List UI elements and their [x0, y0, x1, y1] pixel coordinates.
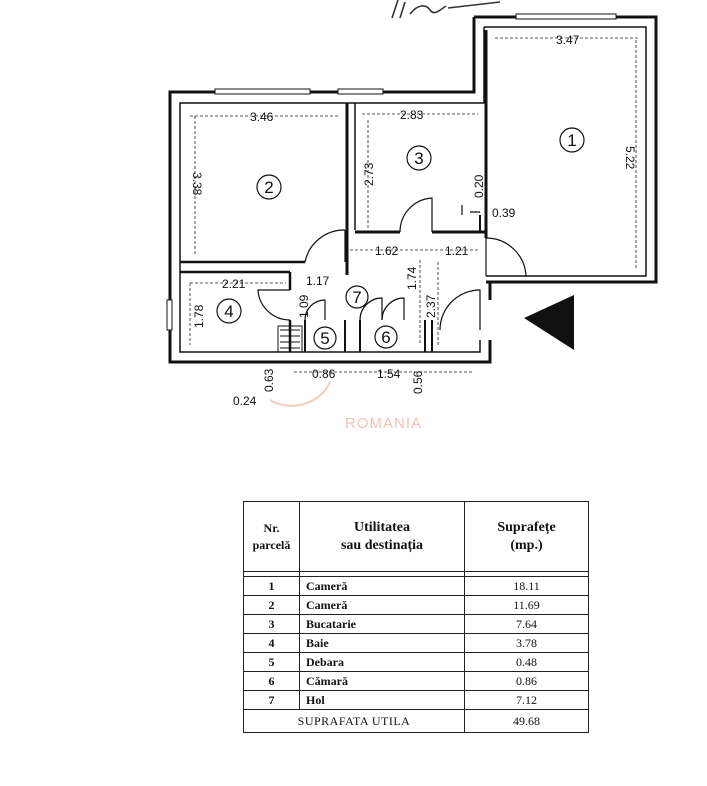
doors	[257, 197, 527, 331]
cell-area: 3.78	[464, 633, 589, 653]
table-header-row: Nr. parcelă Utilitatea sau destinația Su…	[243, 501, 589, 572]
room-number: 7	[352, 288, 361, 307]
header-nr: Nr. parcelă	[243, 501, 300, 572]
room-number: 2	[264, 178, 273, 197]
table-total-row: SUPRAFATA UTILA 49.68	[243, 709, 589, 733]
cell-nr: 5	[243, 652, 300, 672]
header-use-line2: sau destinația	[340, 537, 424, 553]
header-area-line2: (mp.)	[510, 537, 543, 553]
cell-nr: 3	[243, 614, 300, 634]
cell-use: Cameră	[299, 576, 465, 596]
header-use-line1: Utilitatea	[354, 519, 410, 535]
watermark-swoosh	[269, 381, 331, 407]
dimension-labels: 3.47 5.22 3.46 3.38 2.83 2.73 0.20 0.39 …	[190, 33, 637, 408]
table-row: 2 Cameră 11.69	[243, 595, 589, 615]
cell-area: 11.69	[464, 595, 589, 615]
watermark-text: ROMANIA	[345, 415, 422, 432]
handwritten-mark	[391, 0, 501, 19]
room-number: 6	[381, 328, 390, 347]
table-row: 6 Cămară 0.86	[243, 671, 589, 691]
header-nr-line1: Nr.	[263, 520, 280, 535]
dimension-lines	[189, 37, 640, 373]
total-value: 49.68	[464, 709, 589, 733]
cell-area: 7.64	[464, 614, 589, 634]
room-numbers: 1 2 3 4 5 7 6	[224, 131, 576, 348]
header-nr-line2: parcelă	[252, 537, 291, 552]
cell-use: Debara	[299, 652, 465, 672]
dim-label: 2.21	[222, 277, 246, 291]
table-row: 4 Baie 3.78	[243, 633, 589, 653]
room-markers	[216, 127, 585, 350]
cell-use: Hol	[299, 690, 465, 710]
entrance-arrow-icon	[524, 295, 574, 350]
cell-area: 7.12	[464, 690, 589, 710]
dim-label: 0.56	[411, 370, 425, 394]
room-number: 3	[414, 149, 423, 168]
dim-label: 1.78	[192, 304, 206, 328]
header-use: Utilitatea sau destinația	[299, 501, 465, 572]
cell-use: Cămară	[299, 671, 465, 691]
dim-label: 3.47	[556, 33, 580, 47]
room-number: 4	[224, 302, 233, 321]
dim-label: 1.62	[375, 244, 399, 258]
dim-label: 2.83	[400, 108, 424, 122]
cell-nr: 7	[243, 690, 300, 710]
cell-use: Bucatarie	[299, 614, 465, 634]
cell-nr: 4	[243, 633, 300, 653]
dim-label: 3.38	[190, 172, 204, 196]
cell-use: Baie	[299, 633, 465, 653]
dim-label: 0.39	[492, 206, 516, 220]
header-area-line1: Suprafețe	[497, 519, 556, 535]
room-number: 1	[567, 131, 576, 150]
room-number: 5	[320, 329, 329, 348]
dim-label: 3.46	[250, 110, 274, 124]
total-label: SUPRAFATA UTILA	[243, 709, 465, 733]
dim-label: 0.86	[312, 367, 336, 381]
dim-label: 2.73	[362, 162, 376, 186]
table-row: 5 Debara 0.48	[243, 652, 589, 672]
dim-label: 1.54	[377, 367, 401, 381]
cell-nr: 1	[243, 576, 300, 596]
dim-label: 1.74	[405, 266, 419, 290]
cell-nr: 2	[243, 595, 300, 615]
cell-nr: 6	[243, 671, 300, 691]
dim-label: 0.20	[472, 174, 486, 198]
dim-label: 1.21	[445, 244, 469, 258]
dim-label: 0.24	[233, 394, 257, 408]
area-table: Nr. parcelă Utilitatea sau destinația Su…	[243, 501, 589, 733]
walls	[166, 13, 658, 364]
cell-area: 0.48	[464, 652, 589, 672]
table-row: 3 Bucatarie 7.64	[243, 614, 589, 634]
dim-label: 2.37	[424, 294, 438, 318]
dim-label: 1.17	[306, 274, 330, 288]
dim-label: 0.63	[262, 368, 276, 392]
dim-label: 5.22	[623, 146, 637, 170]
cell-use: Cameră	[299, 595, 465, 615]
dim-label: 1.09	[297, 294, 311, 318]
floor-plan: 3.47 5.22 3.46 3.38 2.83 2.73 0.20 0.39 …	[166, 0, 658, 432]
header-area: Suprafețe (mp.)	[464, 501, 589, 572]
table-row: 1 Cameră 18.11	[243, 576, 589, 596]
cell-area: 18.11	[464, 576, 589, 596]
cell-area: 0.86	[464, 671, 589, 691]
table-row: 7 Hol 7.12	[243, 690, 589, 710]
